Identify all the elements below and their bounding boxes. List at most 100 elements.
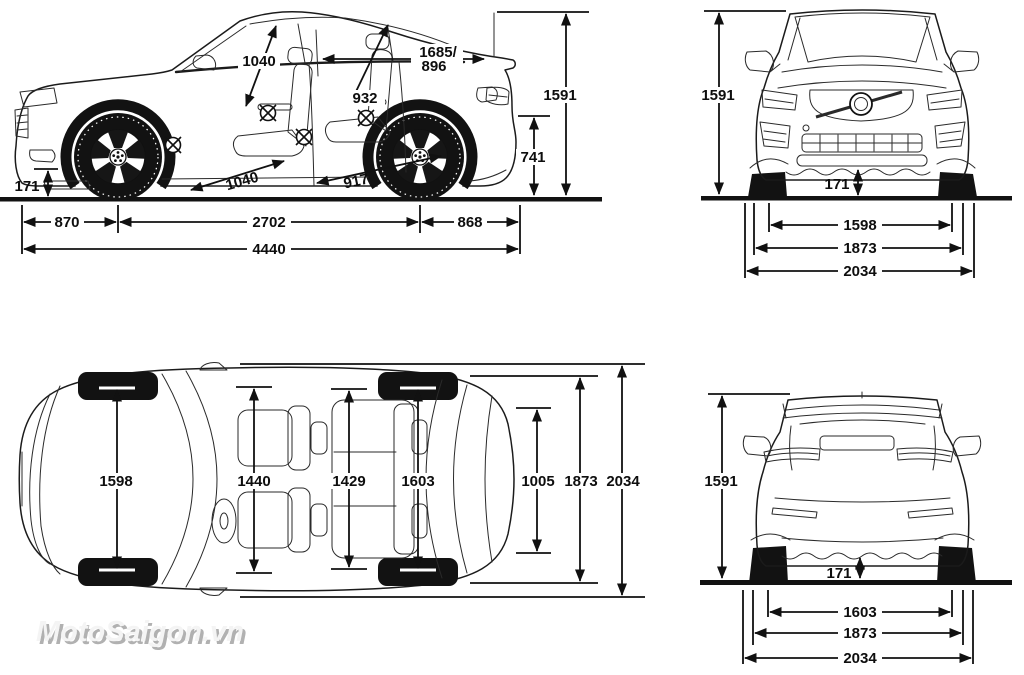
- side-front-wheel: [73, 112, 163, 202]
- dim-tick-white: [400, 386, 436, 572]
- dim-side-rear-legroom: 917: [316, 153, 442, 192]
- dim-label: 2034: [843, 263, 877, 280]
- dim-label: 1040: [224, 169, 261, 195]
- top-passenger-cushion: [237, 409, 293, 467]
- front-body-outline: [755, 9, 970, 181]
- dim-label-bg: [327, 473, 371, 489]
- front-bottom-ticks: [744, 203, 975, 278]
- side-mirror: [192, 54, 217, 71]
- rear-tires: [749, 546, 976, 583]
- top-view: 1598 1440 1429 1603 1005: [18, 362, 645, 651]
- dim-label: 1429: [332, 473, 365, 490]
- dim-front-track: 1598: [770, 217, 951, 234]
- side-rear-wheel: [375, 112, 465, 202]
- dim-top-rear-shoulder: 1429: [327, 388, 371, 570]
- side-heel-point-front: [164, 136, 182, 154]
- dim-label: 1005: [521, 473, 554, 490]
- dim-label: 932: [352, 90, 377, 107]
- top-driver-cushion: [237, 491, 293, 549]
- dim-label-bg: [838, 625, 882, 641]
- dim-label: 4440: [252, 241, 285, 258]
- dim-label-bg: [247, 241, 291, 257]
- rear-spoiler-lines: [782, 391, 943, 419]
- dim-label: 741: [520, 149, 545, 166]
- dim-label-bg: [396, 473, 440, 489]
- dim-label-bg: [232, 473, 276, 489]
- rear-view: 1591 171 1603 1873 2034: [700, 391, 1012, 667]
- dim-label: 1603: [843, 604, 876, 621]
- dim-side-front-headroom: 1040: [238, 25, 280, 107]
- dim-label: 1873: [843, 625, 876, 642]
- dim-label-bg: [838, 263, 882, 279]
- dim-ref-lines: [470, 375, 598, 584]
- dim-side-ground-clearance: 171: [14, 168, 58, 197]
- dim-label-bg: [838, 240, 882, 256]
- dim-ref-lines: [240, 363, 645, 598]
- dim-front-body-width: 1873: [755, 240, 962, 257]
- front-windshield: [787, 12, 938, 63]
- dim-side-front-overhang: 870: [23, 214, 117, 231]
- dim-rear-ground-clearance: 171: [826, 557, 865, 582]
- front-sensor-dot: [802, 124, 810, 132]
- dim-top-body-width: 1873: [470, 375, 603, 584]
- dim-label-bg: [51, 214, 84, 230]
- dim-side-overall-length: 4440: [23, 241, 519, 258]
- dim-label: 171: [14, 178, 39, 195]
- rear-hatch-edges: [789, 425, 936, 471]
- front-ground-line: [701, 196, 1012, 201]
- rear-body-outline: [755, 395, 970, 567]
- top-driver-headrest: [310, 503, 328, 537]
- top-passenger-backrest: [287, 405, 311, 471]
- side-car-drawing: [0, 10, 602, 202]
- dim-rear-width-incl-mirrors: 2034: [744, 650, 972, 667]
- front-fender-arcs: [749, 158, 976, 169]
- front-car-drawing: [701, 9, 1012, 201]
- dim-side-load-floor-height: 741: [516, 115, 552, 196]
- dim-side-wheelbase: 2702: [119, 214, 419, 231]
- dim-top-rear-opening: 1005: [516, 407, 559, 554]
- dim-label-bg: [838, 217, 882, 233]
- dim-side-rear-headroom: 932: [345, 24, 389, 107]
- dim-label: 868: [457, 214, 482, 231]
- front-fog-housings: [759, 121, 966, 149]
- rear-ground-line: [700, 580, 1012, 585]
- watermark-shadow: MotoSaigon.vn: [39, 619, 247, 651]
- dim-top-rear-track: 1603: [396, 386, 440, 572]
- rear-plate-recess: [819, 435, 895, 451]
- top-front-right-wheel: [78, 558, 158, 586]
- side-bottom-ticks: [21, 205, 521, 254]
- rear-taillights: [763, 447, 954, 463]
- dim-label: 171: [826, 565, 851, 582]
- dim-front-overall-height: 1591: [697, 10, 786, 195]
- side-hpoint-rear: [357, 109, 375, 127]
- dim-label: 1598: [843, 217, 876, 234]
- top-nose-lines: [21, 385, 61, 575]
- dim-front-ground-clearance: 171: [824, 169, 863, 196]
- dim-label-bg: [94, 473, 138, 489]
- dim-label: 1591: [701, 87, 734, 104]
- dim-label: 1040: [242, 53, 275, 70]
- side-ground-line: [0, 197, 602, 202]
- top-mirrors: [199, 362, 228, 596]
- front-mirrors: [744, 50, 980, 73]
- dim-label: 2034: [606, 473, 640, 490]
- watermark: MotoSaigon.vn MotoSaigon.vn: [36, 616, 247, 651]
- side-front-details: [14, 87, 369, 190]
- top-front-left-wheel: [78, 372, 158, 400]
- dim-line: [316, 153, 442, 186]
- dim-ticks: [236, 386, 272, 574]
- rear-mirrors: [742, 435, 982, 457]
- dim-label-bg: [697, 87, 741, 103]
- front-headlights: [761, 89, 963, 111]
- top-body-outline: [18, 366, 515, 592]
- dim-label: 1873: [843, 240, 876, 257]
- dim-label-bg: [516, 473, 559, 489]
- rear-bottom-ticks: [742, 590, 974, 664]
- dim-side-overall-height: 1591: [497, 11, 589, 196]
- watermark-text: MotoSaigon.vn: [36, 616, 244, 648]
- dim-label-bg: [411, 44, 463, 74]
- side-front-headrest: [287, 46, 313, 66]
- dim-label-bg: [559, 473, 603, 489]
- side-rear-details: [469, 12, 510, 182]
